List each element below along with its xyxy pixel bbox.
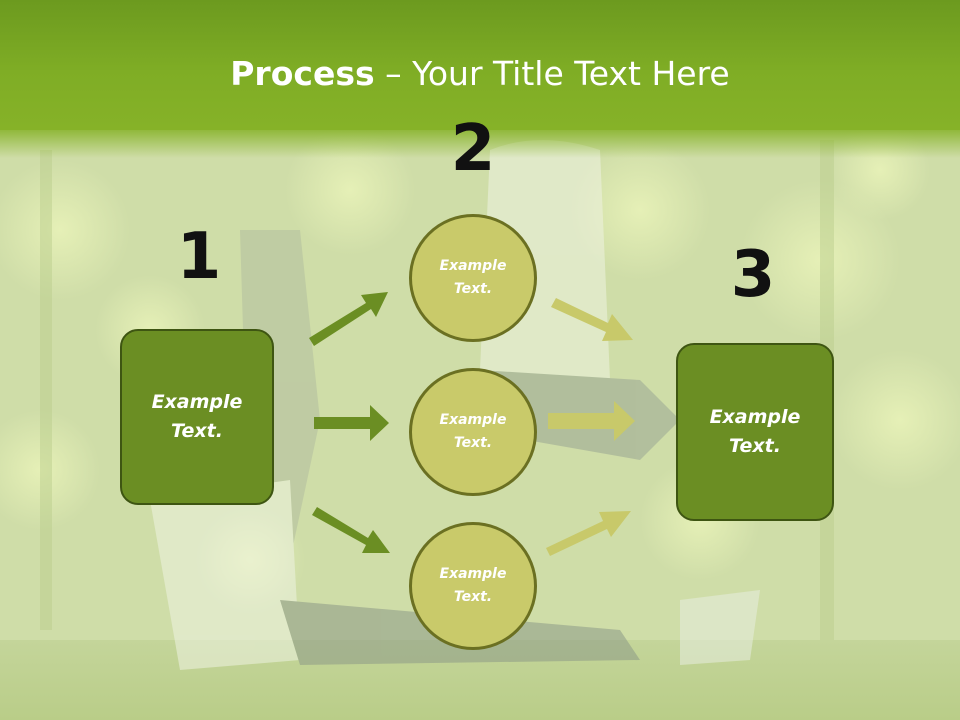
step-2-circle-top: Example Text. <box>409 214 537 342</box>
arrow-1-mid <box>314 405 389 441</box>
step-3-text-line2: Text. <box>729 435 781 457</box>
arrow-1-down <box>312 507 390 553</box>
circle-2-text-line1: Example <box>439 412 507 428</box>
step-1-text-line2: Text. <box>171 420 223 442</box>
step-3-text-line1: Example <box>709 406 801 428</box>
title-bold: Process <box>230 54 375 93</box>
title-rest: Your Title Text Here <box>412 54 730 93</box>
title-separator: – <box>374 54 413 93</box>
arrow-2-up <box>551 298 633 341</box>
step-number-1: 1 <box>176 220 222 294</box>
step-2-circle-bottom: Example Text. <box>409 522 537 650</box>
step-3-box: Example Text. <box>676 343 834 521</box>
step-number-2: 2 <box>450 112 496 186</box>
circle-1-text-line1: Example <box>439 258 507 274</box>
step-number-3: 3 <box>730 238 776 312</box>
title-band <box>0 0 960 158</box>
arrow-2-mid <box>548 401 635 441</box>
arrow-2-down <box>546 511 631 556</box>
circle-2-text-line2: Text. <box>453 435 493 451</box>
circle-3-text-line2: Text. <box>453 589 493 605</box>
circle-1-text-line2: Text. <box>453 281 493 297</box>
arrow-1-up <box>309 292 388 346</box>
step-1-text-line1: Example <box>151 391 243 413</box>
step-1-box: Example Text. <box>120 329 274 505</box>
circle-3-text-line1: Example <box>439 566 507 582</box>
slide-title: Process – Your Title Text Here <box>0 52 960 96</box>
step-2-circle-middle: Example Text. <box>409 368 537 496</box>
